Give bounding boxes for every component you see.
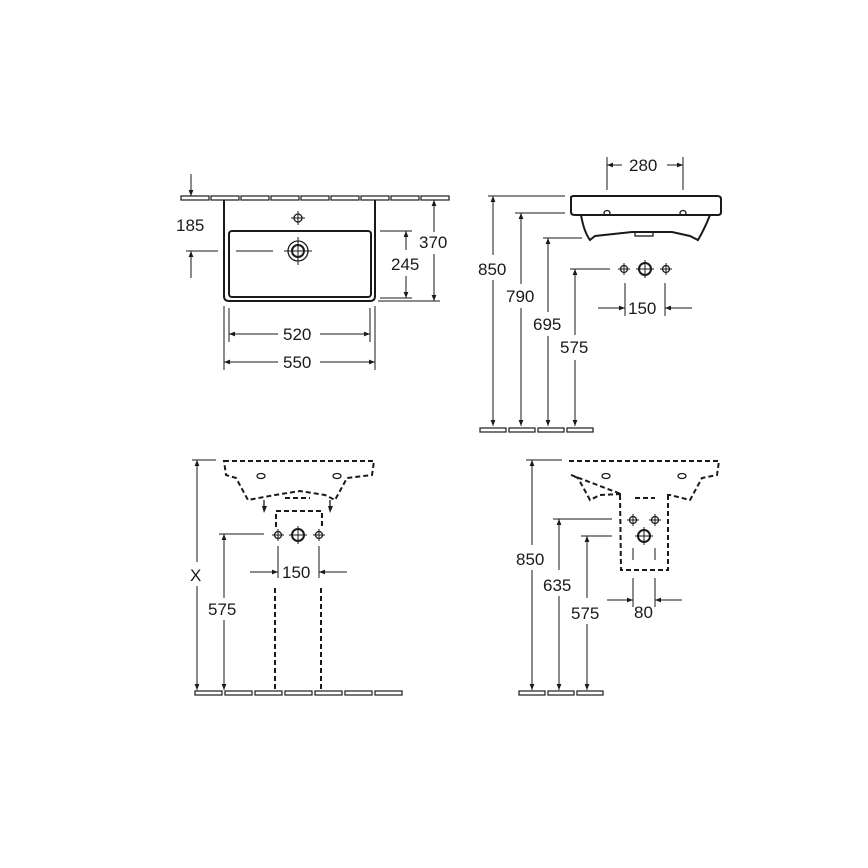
dim-150-label-side: 150 — [628, 299, 656, 318]
supply-connections-icon — [272, 526, 325, 544]
bowl-outline — [228, 230, 372, 298]
dim-695-label: 695 — [533, 315, 561, 334]
side-view: 280 150 850 — [478, 156, 722, 433]
pedestal-view: 150 X 575 — [190, 459, 403, 696]
supply-connections-icon — [627, 514, 661, 545]
basin-dashed-outline — [569, 460, 721, 502]
dim-520-label: 520 — [283, 325, 311, 344]
tap-hole-icon — [291, 211, 305, 225]
dim-80-label: 80 — [634, 603, 653, 622]
dim-575-label-semi: 575 — [571, 604, 599, 623]
dim-x-label: X — [190, 566, 201, 585]
arrow-down-icon — [328, 506, 333, 513]
dim-635-label: 635 — [543, 576, 571, 595]
dim-575-label-side: 575 — [560, 338, 588, 357]
basin-profile — [570, 195, 722, 216]
dim-550-label: 550 — [283, 353, 311, 372]
dim-370-label: 370 — [419, 233, 447, 252]
supply-connections-icon — [618, 260, 672, 278]
dim-790-label: 790 — [506, 287, 534, 306]
dim-575-label-pedestal: 575 — [208, 600, 236, 619]
arrow-down-icon — [262, 506, 267, 513]
dim-150-label-pedestal: 150 — [282, 563, 310, 582]
basin-outline — [223, 200, 376, 302]
floor-line — [518, 690, 604, 696]
wall-line — [180, 195, 450, 201]
pedestal-top-dashed — [275, 510, 323, 527]
semi-pedestal-dashed — [619, 494, 669, 571]
dim-280-label: 280 — [629, 156, 657, 175]
top-view: 185 245 370 520 550 — [176, 174, 450, 372]
floor-line — [479, 427, 594, 433]
basin-dashed-outline — [222, 460, 376, 502]
dim-850-label-semi: 850 — [516, 550, 544, 569]
waste-outlet-icon — [284, 237, 312, 265]
floor-line — [194, 690, 403, 696]
dim-245-label: 245 — [391, 255, 419, 274]
dim-850-label-side: 850 — [478, 260, 506, 279]
dim-185-label: 185 — [176, 216, 204, 235]
semi-pedestal-view: 80 850 635 575 — [516, 459, 721, 696]
